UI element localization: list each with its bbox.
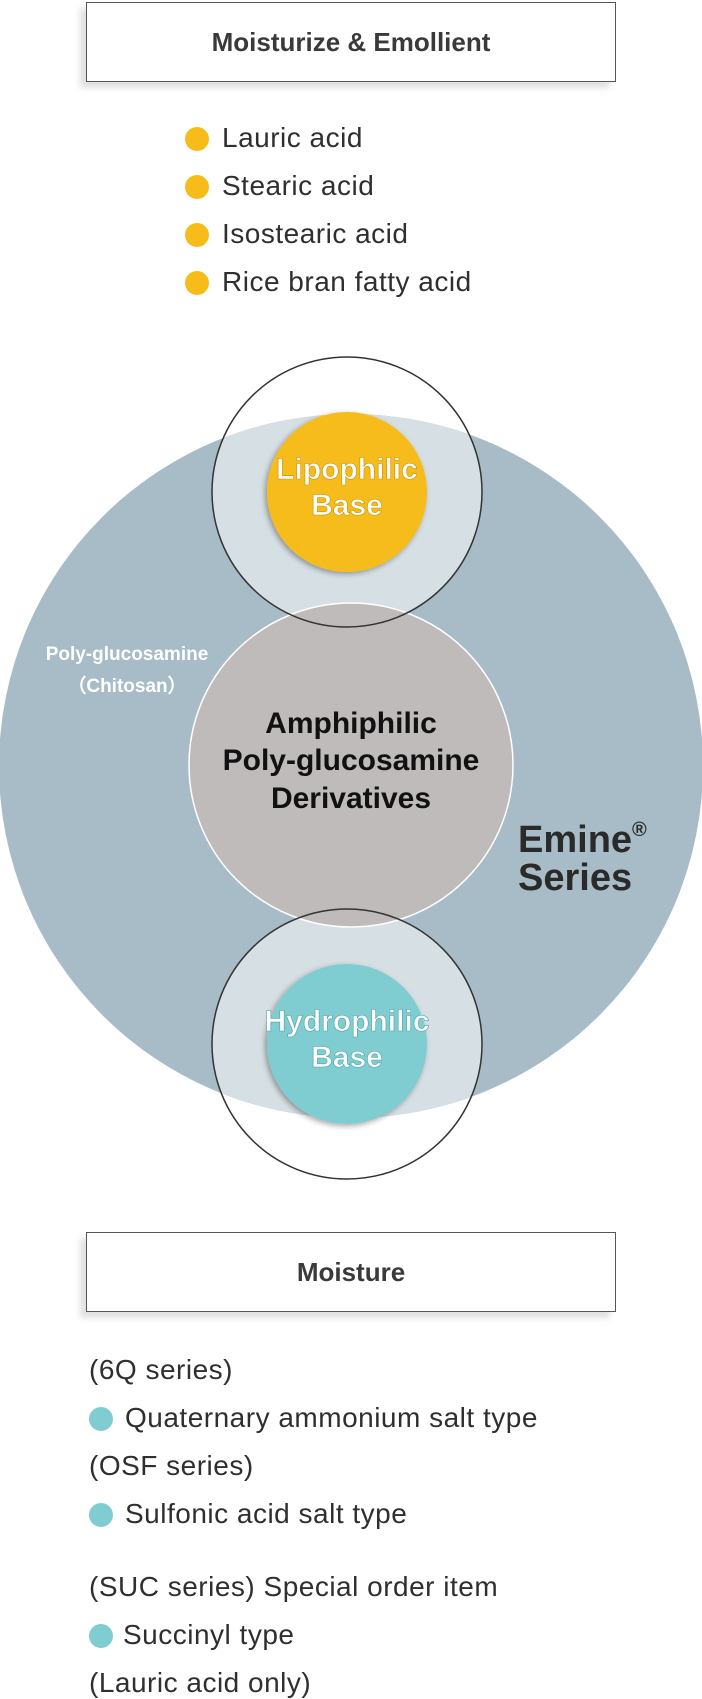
cyan-bullet-icon [89,1503,113,1527]
succinyl-item: Succinyl type [123,1619,295,1650]
amphiphilic-label-line1: Amphiphilic [265,707,437,740]
yellow-bullet-icon [185,175,209,199]
moisturize-emollient-box: Moisturize & Emollient [86,2,616,82]
hydrophilic-base-circle [267,964,427,1124]
emine-word: Emine [518,819,632,861]
hydrophilic-label-line2: Base [311,1041,383,1074]
chitosan-label-line1: Poly-glucosamine [46,644,209,665]
moisturize-emollient-title: Moisturize & Emollient [211,26,491,57]
sulfonic-acid-item: Sulfonic acid salt type [125,1498,408,1529]
cyan-bullet-icon [89,1624,113,1648]
lauric-acid-only-note: (Lauric acid only) [89,1667,312,1698]
chitosan-label-line2: （Chitosan） [67,674,186,697]
series-header-suc: (SUC series) Special order item [89,1571,499,1602]
registered-mark: ® [632,819,647,841]
list-item: Isostearic acid [222,218,409,249]
lipophilic-ring [211,356,483,628]
amphiphilic-label-line3: Derivatives [271,782,431,815]
moisture-box: Moisture [86,1232,616,1312]
list-item: Stearic acid [222,170,375,201]
hydrophilic-ring [211,908,483,1180]
series-header-6q: (6Q series) [89,1354,233,1385]
amphiphilic-label-line2: Poly-glucosamine [223,744,480,777]
emine-label: Emine® [518,819,647,861]
lipophilic-label-line2: Base [311,489,383,522]
cyan-bullet-icon [89,1407,113,1431]
yellow-bullet-icon [185,127,209,151]
lipophilic-label-line1: Lipophilic [276,453,418,486]
moisture-title: Moisture [296,1256,406,1287]
amphiphilic-center-circle [188,602,514,928]
lipophilic-base-circle [267,412,427,572]
quaternary-ammonium-item: Quaternary ammonium salt type [125,1402,538,1433]
list-item: Lauric acid [222,122,363,153]
list-item: Rice bran fatty acid [222,266,472,297]
hydrophilic-label-line1: Hydrophilic [264,1005,429,1038]
yellow-bullet-icon [185,223,209,247]
series-label: Series [518,857,632,899]
yellow-bullet-icon [185,271,209,295]
series-header-osf: (OSF series) [89,1450,254,1481]
